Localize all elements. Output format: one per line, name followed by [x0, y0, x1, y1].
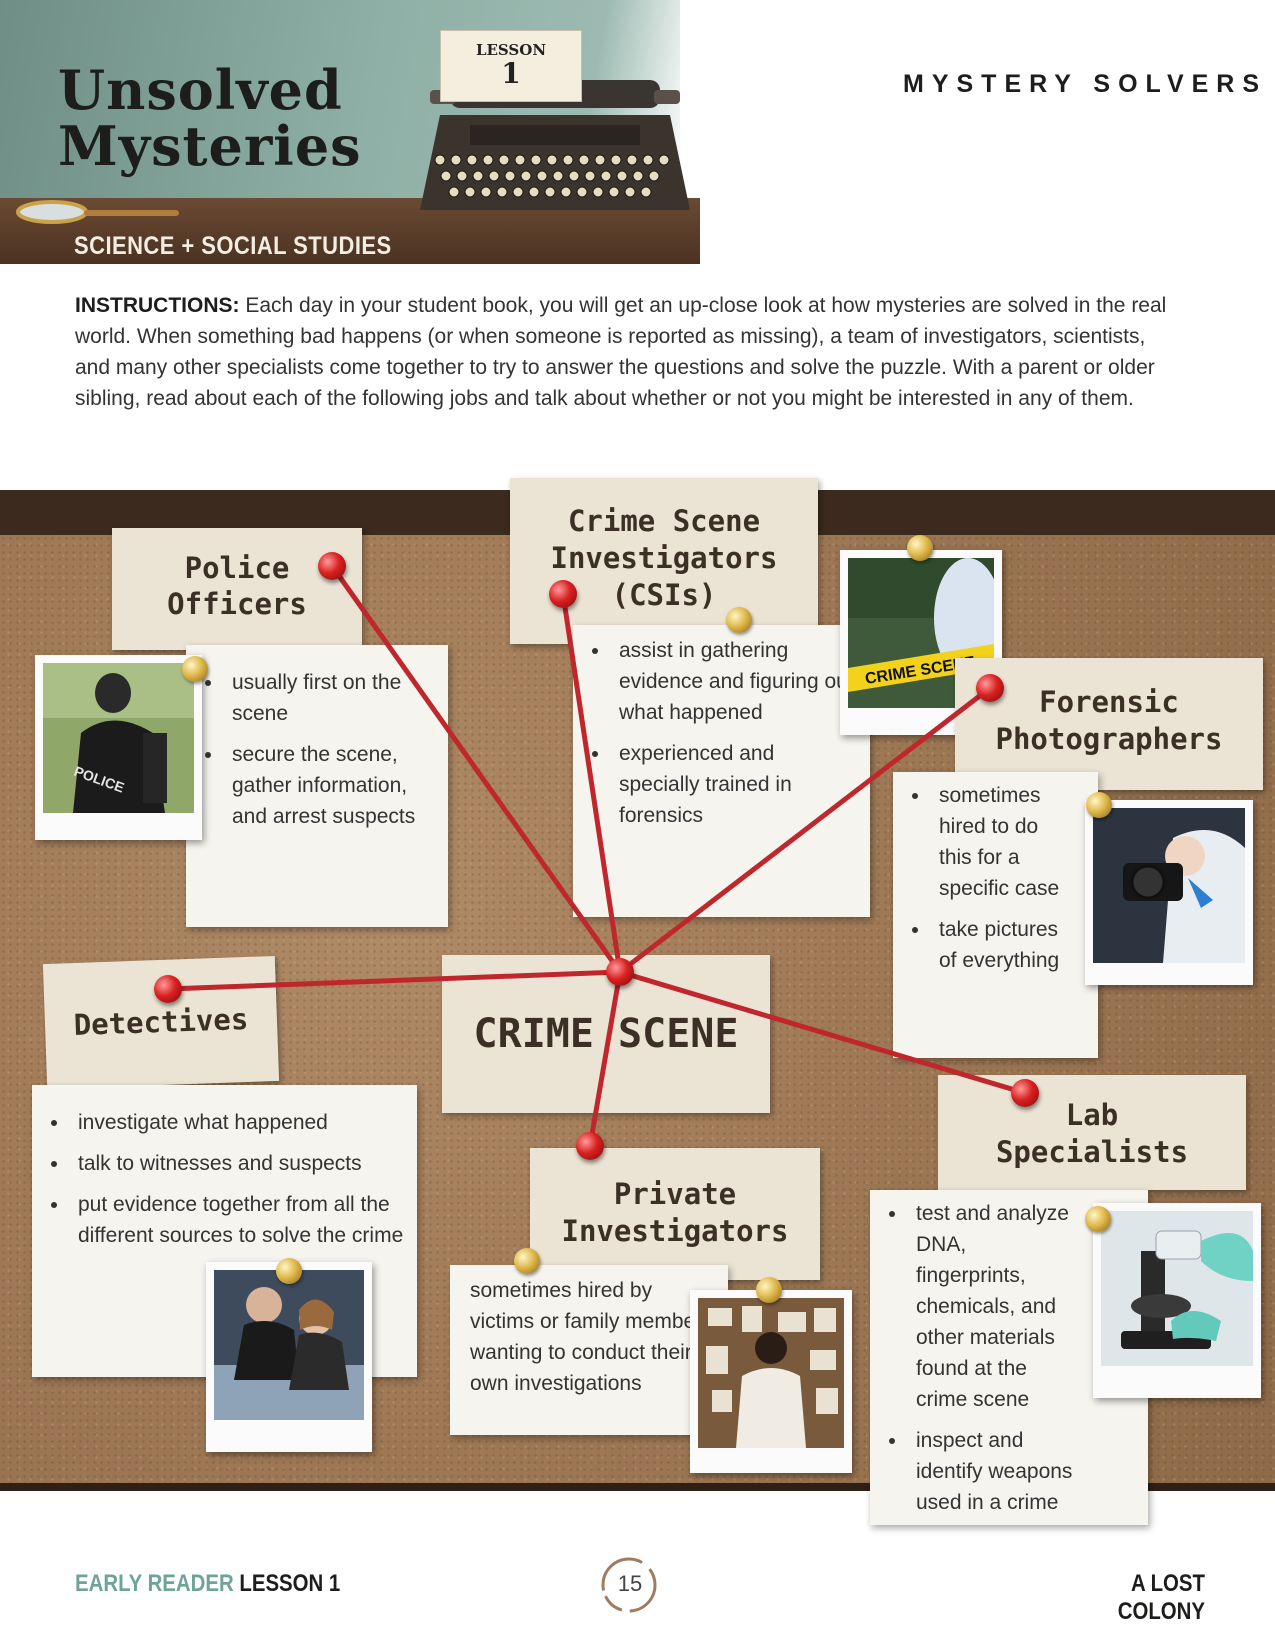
detectives-bullet-2: talk to witnesses and suspects: [70, 1148, 407, 1179]
private-investigators-note: sometimes hired by victims or family mem…: [450, 1265, 728, 1435]
csi-note: assist in gathering evidence and figurin…: [573, 625, 870, 917]
red-pin-csi: [549, 580, 577, 608]
police-officers-note: usually first on the scene secure the sc…: [186, 645, 448, 927]
detectives-image: [214, 1270, 364, 1420]
footer-course-label: EARLY READER LESSON 1: [75, 1570, 340, 1598]
private-investigator-image: [698, 1298, 844, 1448]
corkboard-bottom-edge: [0, 1483, 1275, 1491]
police-bullet-2: secure the scene, gather information, an…: [224, 739, 434, 832]
title-line-1: Unsolved: [58, 58, 343, 122]
photographers-title-line-2: Photographers: [995, 722, 1223, 756]
footer-lesson: LESSON 1: [233, 1570, 341, 1597]
footer-unit-title: A LOST COLONY: [1117, 1570, 1205, 1625]
private-investigator-photo: [690, 1290, 852, 1473]
private-title-line-2: Investigators: [561, 1214, 789, 1248]
crime-scene-label: CRIME SCENE: [473, 1011, 739, 1057]
lesson-badge: LESSON 1: [440, 30, 582, 102]
magnifying-glass-icon: [16, 200, 179, 224]
detectives-bullet-1: investigate what happened: [70, 1107, 407, 1138]
series-title: MYSTERY SOLVERS: [903, 70, 1268, 98]
crime-scene-tag: CRIME SCENE: [442, 955, 770, 1113]
footer-course: EARLY READER: [75, 1570, 234, 1597]
lab-title-line-1: Lab: [1065, 1098, 1119, 1132]
detectives-bullet-3: put evidence together from all the diffe…: [70, 1189, 407, 1251]
private-text: sometimes hired by victims or family mem…: [470, 1279, 713, 1395]
csi-bullet-2: experienced and specially trained in for…: [611, 738, 860, 831]
page-number: 15: [617, 1571, 643, 1596]
gold-pin-tape-photo: [907, 535, 933, 561]
crime-scene-tape-image: CRIME SCENE: [848, 558, 994, 708]
lab-bullet-1: test and analyze DNA, fingerprints, chem…: [908, 1198, 1078, 1415]
lab-specialists-tag: Lab Specialists: [938, 1075, 1246, 1190]
forensic-photographer-photo: [1085, 800, 1253, 985]
police-bullet-1: usually first on the scene: [224, 667, 434, 729]
gold-pin-private-note: [514, 1248, 540, 1274]
lab-title-line-2: Specialists: [995, 1135, 1189, 1169]
lab-specialist-photo: [1093, 1203, 1261, 1398]
gold-pin-detectives-photo: [276, 1258, 302, 1284]
gold-pin-police-photo: [182, 656, 208, 682]
detectives-photo: [206, 1262, 372, 1452]
police-title-line-2: Officers: [167, 587, 307, 621]
forensic-photographers-note: sometimes hired to do this for a specifi…: [893, 772, 1098, 1058]
instructions-label: INSTRUCTIONS:: [75, 294, 240, 317]
gold-pin-csi-note: [726, 607, 752, 633]
police-officer-image: POLICE: [43, 663, 194, 813]
police-officers-tag: Police Officers: [112, 528, 362, 650]
red-pin-center: [606, 958, 634, 986]
csi-tag: Crime Scene Investigators (CSIs): [510, 478, 818, 644]
instructions-text: Each day in your student book, you will …: [75, 294, 1167, 410]
lab-bullet-2: inspect and identify weapons used in a c…: [908, 1425, 1078, 1518]
police-officer-photo: POLICE: [35, 655, 202, 840]
photographers-title-line-1: Forensic: [1039, 685, 1179, 719]
forensic-photographer-image: [1093, 808, 1245, 963]
typewriter-icon: [420, 80, 690, 210]
csi-title-line-3: (CSIs): [611, 578, 717, 612]
red-pin-detectives: [154, 975, 182, 1003]
csi-title-line-2: Investigators: [550, 541, 778, 575]
lesson-title: Unsolved Mysteries: [58, 62, 362, 174]
lesson-number: 1: [501, 57, 521, 90]
red-pin-lab: [1011, 1079, 1039, 1107]
lab-specialist-image: [1101, 1211, 1253, 1366]
instructions-paragraph: INSTRUCTIONS: Each day in your student b…: [75, 290, 1175, 414]
red-pin-photographers: [976, 674, 1004, 702]
private-investigators-tag: Private Investigators: [530, 1148, 820, 1280]
police-title-line-1: Police: [184, 551, 290, 585]
forensic-photographers-tag: Forensic Photographers: [955, 658, 1263, 790]
gold-pin-photographer-photo: [1086, 792, 1112, 818]
coffee-ring-icon: [601, 1557, 657, 1613]
detectives-title: Detectives: [73, 1001, 249, 1043]
csi-bullet-1: assist in gathering evidence and figurin…: [611, 635, 860, 728]
title-line-2: Mysteries: [58, 114, 362, 178]
private-title-line-1: Private: [613, 1177, 737, 1211]
lesson-label: LESSON: [475, 41, 547, 59]
red-pin-private: [576, 1132, 604, 1160]
gold-pin-lab-photo: [1085, 1206, 1111, 1232]
csi-title-line-1: Crime Scene: [567, 504, 761, 538]
gold-pin-private-photo: [756, 1277, 782, 1303]
photographers-bullet-1: sometimes hired to do this for a specifi…: [931, 780, 1061, 904]
photographers-bullet-2: take pictures of everything: [931, 914, 1061, 976]
subject-label: SCIENCE + SOCIAL STUDIES: [74, 232, 392, 260]
red-pin-police: [318, 552, 346, 580]
